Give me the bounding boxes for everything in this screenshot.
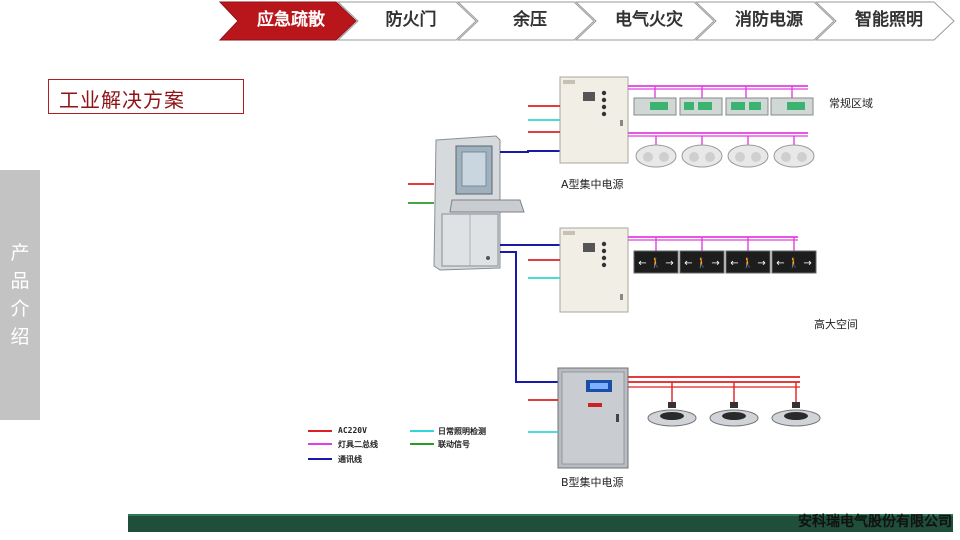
tab-electrical-fire[interactable]: 电气火灾 xyxy=(615,10,683,30)
top-nav: 应急疏散 防火门 余压 电气火灾 消防电源 智能照明 xyxy=(218,0,960,42)
footer-company-name: 安科瑞电气股份有限公司 xyxy=(798,515,952,530)
nav-chevrons xyxy=(218,1,955,41)
svg-text:← 🚶 →: ← 🚶 → xyxy=(730,256,766,269)
tab-fire-door[interactable]: 防火门 xyxy=(385,10,437,30)
b-type-power-box-icon xyxy=(557,367,629,469)
label-high-space: 高大空间 xyxy=(814,318,858,331)
legend-label-signal: 联动信号 xyxy=(438,440,470,449)
tab-shape-6 xyxy=(814,1,955,41)
footer-bar xyxy=(128,514,953,532)
legend xyxy=(308,430,434,460)
legend-label-comm: 通讯线 xyxy=(338,455,362,464)
tab-shape-1 xyxy=(218,1,357,41)
label-b-type-power: B型集中电源 xyxy=(561,476,624,489)
a-type-power-box-1-icon xyxy=(559,76,629,164)
exit-sign-icon-row-1 xyxy=(633,97,814,116)
comm-line-b xyxy=(500,251,560,383)
comm-line-a1 xyxy=(500,150,560,153)
tab-shape-3 xyxy=(456,1,595,41)
legend-label-bus: 灯具二总线 xyxy=(338,440,378,449)
svg-text:← 🚶 →: ← 🚶 → xyxy=(684,256,720,269)
emergency-light-icon-row xyxy=(635,144,815,168)
side-char-1: 产 xyxy=(10,242,30,264)
exit-sign-icon-row-2: ← 🚶 → ← 🚶 → ← 🚶 → ← 🚶 → xyxy=(633,250,817,274)
page-title: 工业解决方案 xyxy=(59,88,185,112)
tab-residual-pressure[interactable]: 余压 xyxy=(513,10,547,30)
legend-label-daily-check: 日常照明检测 xyxy=(438,427,486,436)
label-normal-area: 常规区域 xyxy=(829,97,873,110)
side-tab-product-intro[interactable]: 产 品 介 绍 xyxy=(0,170,40,420)
side-char-2: 品 xyxy=(10,270,30,292)
high-bay-light-icon-row xyxy=(647,402,821,427)
tab-fire-power[interactable]: 消防电源 xyxy=(735,10,803,30)
monitoring-host-icon xyxy=(433,135,525,271)
a-type-power-box-2-icon xyxy=(559,227,629,313)
svg-text:← 🚶 →: ← 🚶 → xyxy=(776,256,812,269)
tab-smart-lighting[interactable]: 智能照明 xyxy=(855,10,923,30)
svg-text:← 🚶 →: ← 🚶 → xyxy=(638,256,674,269)
tab-shape-4 xyxy=(574,1,715,41)
label-a-type-power-1: A型集中电源 xyxy=(561,178,624,191)
legend-label-ac220v: AC220V xyxy=(338,426,367,435)
side-char-4: 绍 xyxy=(10,326,30,348)
tab-shape-2 xyxy=(336,1,477,41)
tab-shape-5 xyxy=(694,1,835,41)
side-char-3: 介 xyxy=(10,298,30,320)
tab-emergency-evacuation[interactable]: 应急疏散 xyxy=(257,10,325,30)
title-box: 工业解决方案 xyxy=(48,79,244,114)
